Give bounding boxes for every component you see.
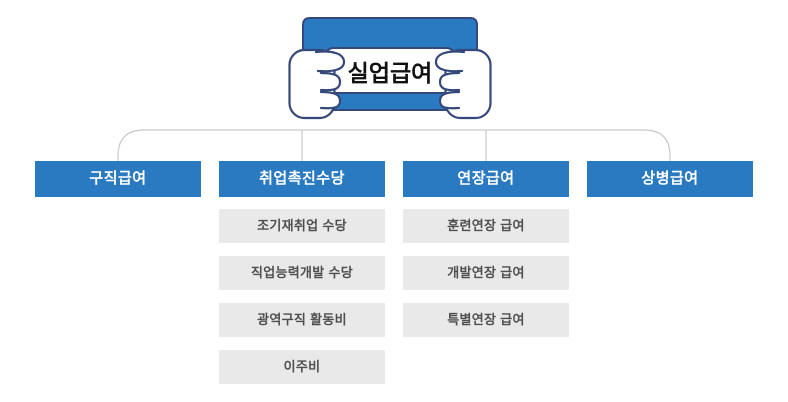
child-special-extension-benefit: 특별연장 급여	[403, 303, 569, 337]
child-wide-area-job-seeking-expense: 광역구직 활동비	[219, 303, 385, 337]
child-moving-expense: 이주비	[219, 350, 385, 384]
node-sickness-benefit: 상병급여	[587, 161, 753, 197]
child-training-extension-benefit: 훈련연장 급여	[403, 209, 569, 243]
child-early-reemployment-allowance: 조기재취업 수당	[219, 209, 385, 243]
right-hand	[434, 48, 492, 120]
connector-horizontal	[117, 129, 671, 161]
root-node-unemployment-benefit: 실업급여	[288, 12, 492, 120]
root-node-label: 실업급여	[348, 60, 433, 86]
hands-holding-banner-icon: 실업급여	[288, 17, 492, 120]
child-development-extension-benefit: 개발연장 급여	[403, 256, 569, 290]
left-hand	[288, 48, 346, 120]
node-extended-benefit: 연장급여	[403, 161, 569, 197]
child-vocational-ability-development-allowance: 직업능력개발 수당	[219, 256, 385, 290]
node-job-seeking-benefit: 구직급여	[35, 161, 201, 197]
node-employment-promotion-allowance: 취업촉진수당	[219, 161, 385, 197]
